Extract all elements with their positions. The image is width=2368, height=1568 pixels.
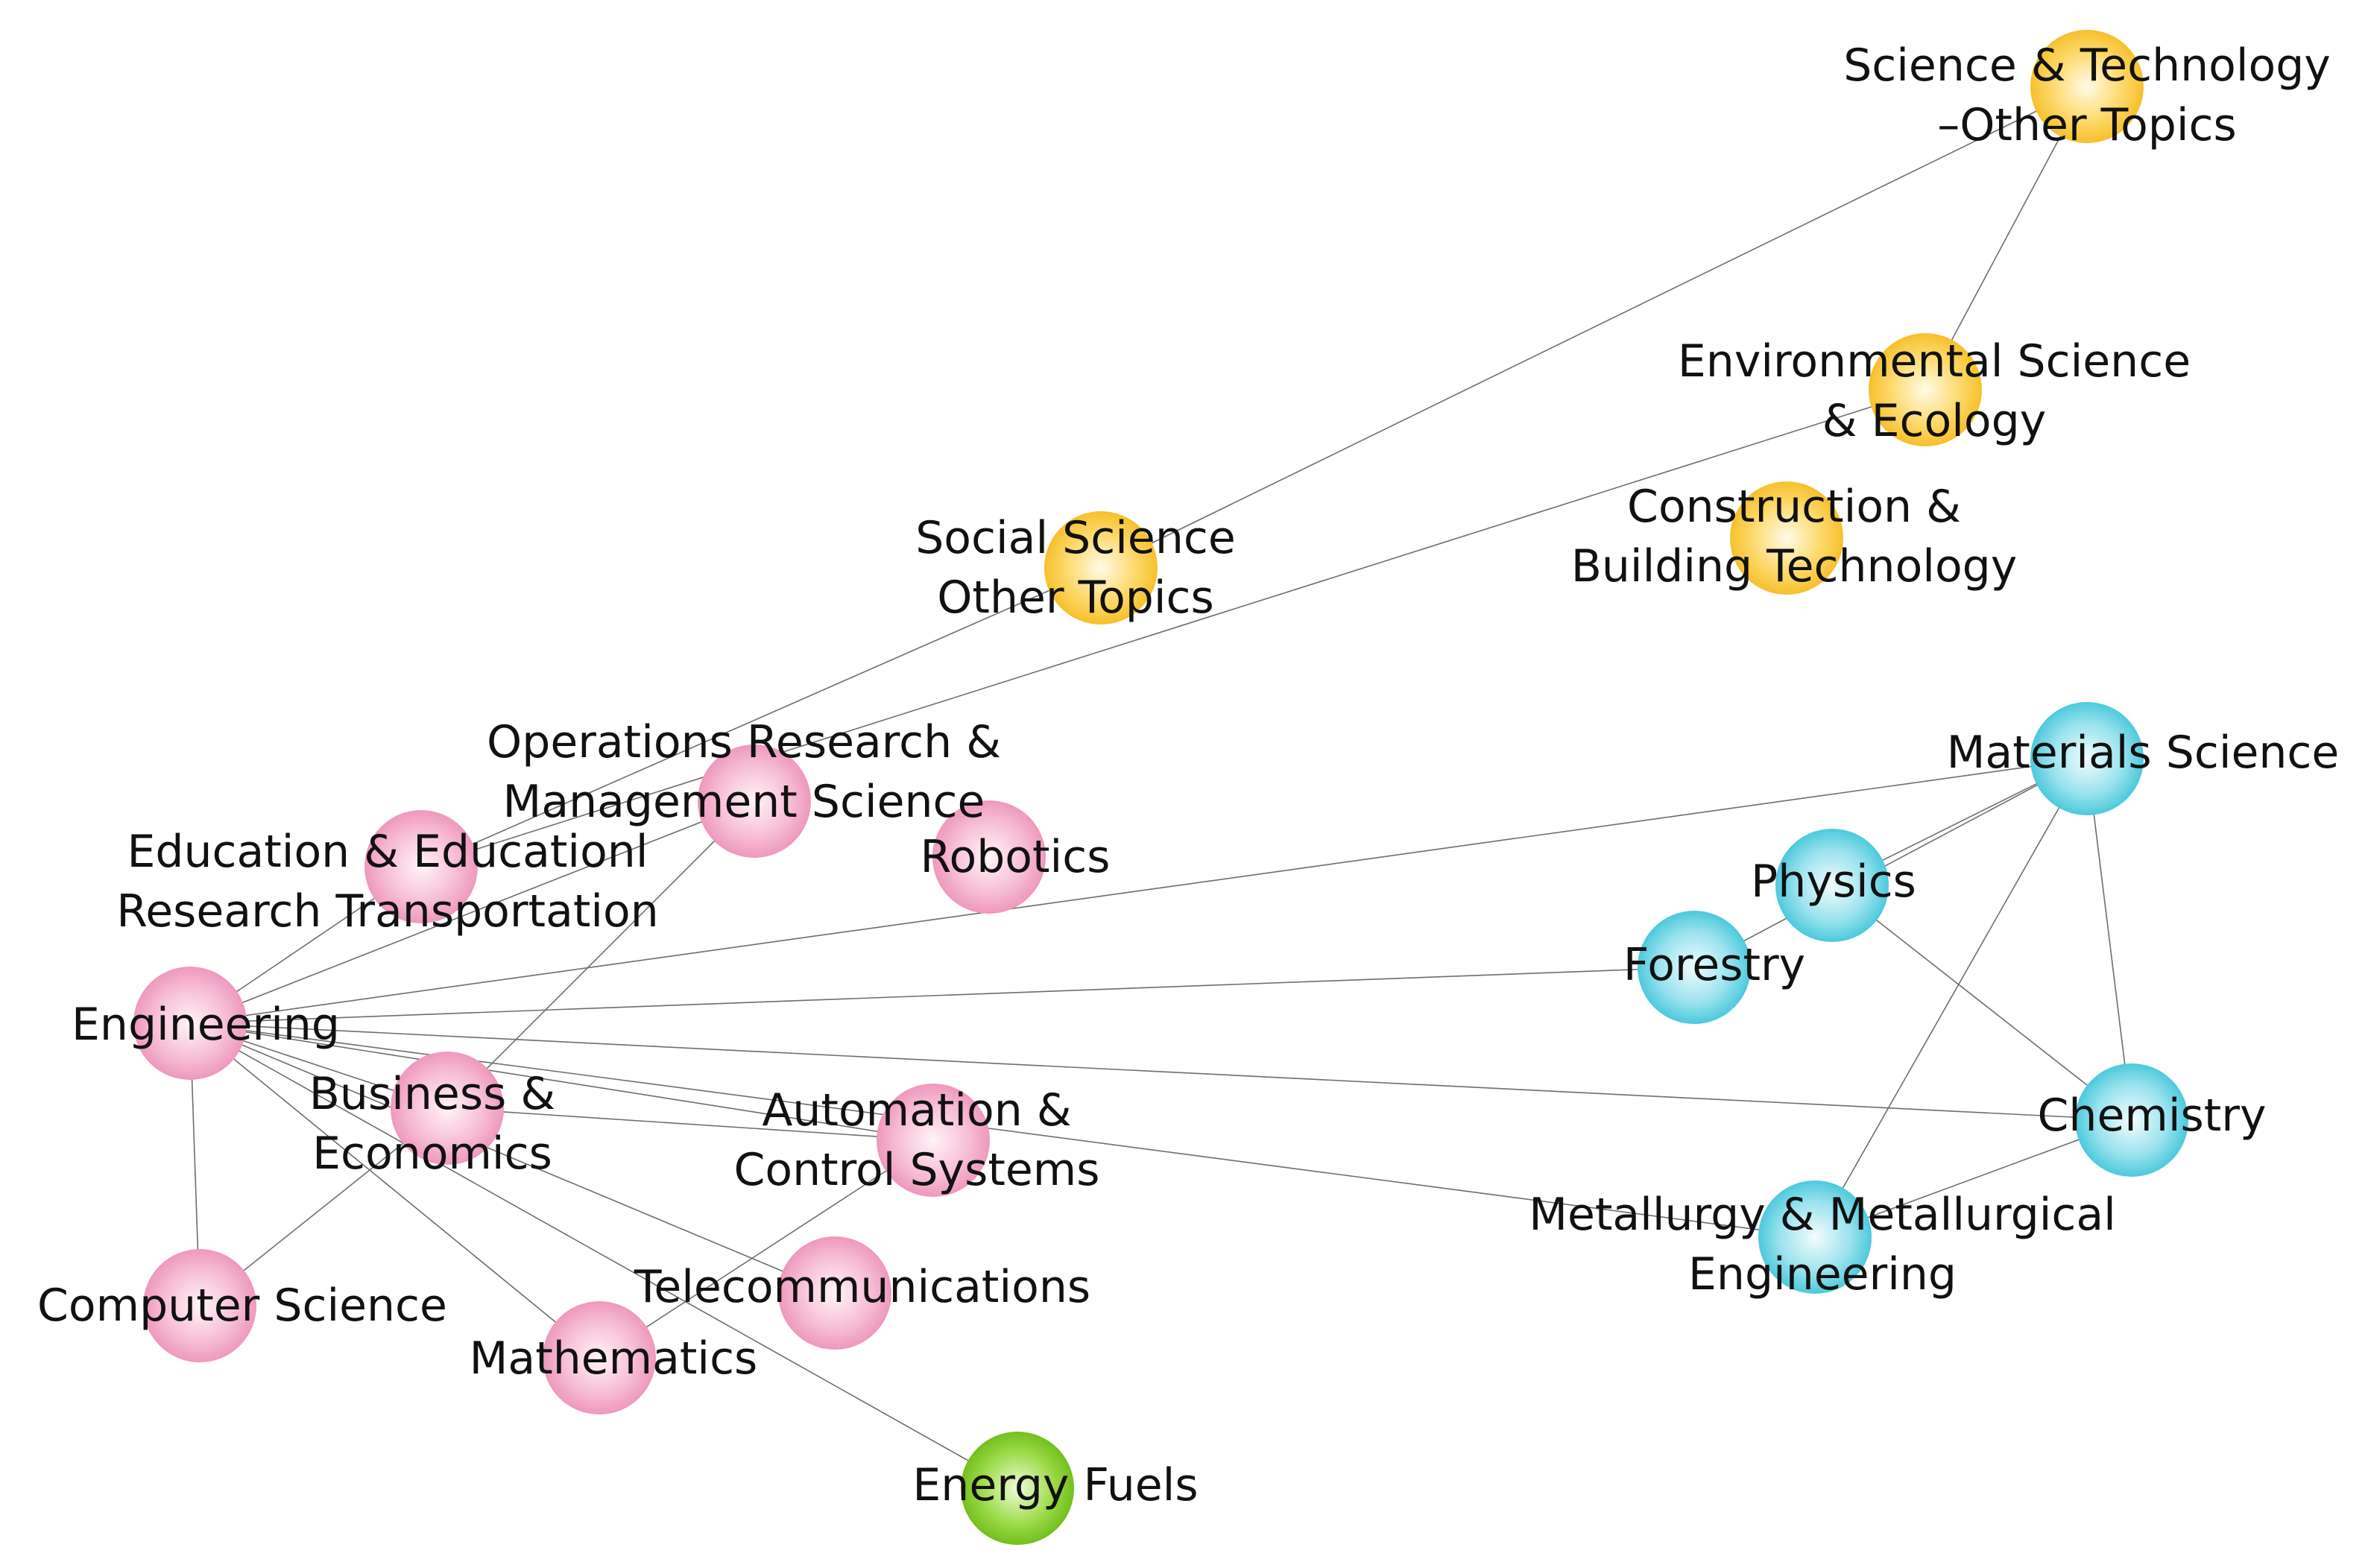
edge-engineering-opresearch xyxy=(189,800,755,1024)
node-chemistry-label-line: Chemistry xyxy=(2038,1090,2267,1142)
node-forestry-circle[interactable] xyxy=(1638,911,1751,1024)
node-engineering-label-line: Engineering xyxy=(72,999,340,1051)
node-education-research-transportation-circle[interactable] xyxy=(364,810,478,923)
node-energy-fuels-label-line: Energy Fuels xyxy=(912,1459,1198,1511)
node-science-technology-other-label-line: Science & Technology xyxy=(1843,39,2331,92)
node-environmental-science-circle[interactable] xyxy=(1869,333,1982,446)
node-telecommunications-circle[interactable] xyxy=(778,1236,891,1350)
node-operations-research-label-line: Operations Research & xyxy=(487,716,1001,768)
node-robotics-label: Robotics xyxy=(921,831,1111,883)
edge-business-automation xyxy=(446,1107,934,1141)
node-environmental-science-label-line: & Ecology xyxy=(1822,395,2046,447)
edge-materials-chemistry xyxy=(2086,758,2132,1121)
node-materials-science-label: Materials Science xyxy=(1947,727,2340,779)
node-engineering-label: Engineering xyxy=(72,999,340,1051)
node-social-science-other-circle[interactable] xyxy=(1044,511,1158,625)
edge-engineering-mathematics xyxy=(189,1022,600,1359)
node-business-economics-label: Business & Economics xyxy=(309,1068,555,1180)
node-automation-control-label: Automation & Control Systems xyxy=(734,1084,1100,1196)
node-mathematics-label-line: Mathematics xyxy=(470,1333,758,1385)
node-business-economics-label-line: Economics xyxy=(312,1128,552,1180)
edge-education-socialsci xyxy=(420,567,1102,867)
edge-automation-mathematics xyxy=(599,1139,934,1359)
edge-engineering-forestry xyxy=(189,967,1695,1024)
node-business-economics-circle[interactable] xyxy=(391,1052,504,1165)
edge-scitech-environmental xyxy=(1925,86,2088,391)
node-chemistry-circle[interactable] xyxy=(2075,1063,2188,1177)
node-robotics-circle[interactable] xyxy=(932,800,1046,914)
node-automation-control-circle[interactable] xyxy=(877,1084,990,1197)
node-physics-circle[interactable] xyxy=(1775,829,1889,942)
node-business-economics-label-line: Business & xyxy=(309,1068,555,1120)
edge-socialsci-scitech xyxy=(1100,86,2088,569)
node-education-research-transportation-label-line: Education & Educationl xyxy=(127,826,648,878)
node-physics-label-line: Physics xyxy=(1751,856,1916,908)
node-social-science-other-label-line: Other Topics xyxy=(937,572,1214,624)
edge-physics-chemistry xyxy=(1831,885,2132,1121)
node-forestry-label-line: Forestry xyxy=(1623,939,1805,991)
node-operations-research-label: Operations Research & Management Science xyxy=(487,716,1001,828)
node-energy-fuels-label: Energy Fuels xyxy=(912,1459,1198,1511)
node-engineering-circle[interactable] xyxy=(133,967,247,1080)
edge-engineering-automation xyxy=(189,1022,934,1141)
node-operations-research-circle[interactable] xyxy=(698,745,811,858)
node-science-technology-other-label-line: –Other Topics xyxy=(1937,99,2237,151)
edge-materials-metallurgy xyxy=(1814,758,2088,1238)
node-chemistry-label: Chemistry xyxy=(2038,1090,2267,1142)
node-forestry-label: Forestry xyxy=(1623,939,1805,991)
node-construction-building-circle[interactable] xyxy=(1730,481,1843,595)
node-metallurgy-circle[interactable] xyxy=(1758,1180,1872,1294)
node-environmental-science-label-line: Environmental Science xyxy=(1678,335,2191,388)
edge-materials-forestry xyxy=(1693,758,2088,968)
node-metallurgy-label-line: Engineering xyxy=(1688,1248,1957,1300)
node-computer-science-circle[interactable] xyxy=(143,1249,256,1362)
edge-education-environmental xyxy=(420,389,1926,867)
node-automation-control-label-line: Automation & xyxy=(762,1084,1071,1137)
node-education-research-transportation-label-line: Research Transportation xyxy=(116,885,659,938)
node-energy-fuels-circle[interactable] xyxy=(961,1432,1074,1545)
edge-opresearch-business xyxy=(446,800,755,1109)
node-mathematics-label: Mathematics xyxy=(470,1333,758,1385)
node-operations-research-label-line: Management Science xyxy=(503,776,985,828)
node-science-technology-other-label: Science & Technology –Other Topics xyxy=(1843,39,2331,151)
node-automation-control-label-line: Control Systems xyxy=(734,1144,1100,1196)
node-computer-science-label: Computer Science xyxy=(37,1280,447,1332)
nodes-layer xyxy=(133,30,2188,1545)
edge-engineering-materials xyxy=(189,758,2088,1024)
node-telecommunications-label-line: Telecommunications xyxy=(634,1261,1090,1313)
node-social-science-other-label-line: Social Science xyxy=(915,512,1236,564)
node-construction-building-label: Construction & Building Technology xyxy=(1571,481,2018,592)
node-physics-label: Physics xyxy=(1751,856,1916,908)
node-metallurgy-label-line: Metallurgy & Metallurgical xyxy=(1529,1189,2116,1241)
node-science-technology-other-circle[interactable] xyxy=(2030,30,2144,143)
node-construction-building-label-line: Building Technology xyxy=(1571,540,2018,592)
edge-engineering-telecom xyxy=(189,1022,836,1294)
node-robotics-label-line: Robotics xyxy=(921,831,1111,883)
node-telecommunications-label: Telecommunications xyxy=(634,1261,1090,1313)
node-mathematics-circle[interactable] xyxy=(543,1301,656,1414)
node-construction-building-label-line: Construction & xyxy=(1627,481,1961,533)
edge-engineering-energy xyxy=(189,1022,1018,1489)
node-materials-science-circle[interactable] xyxy=(2030,702,2144,815)
node-computer-science-label-line: Computer Science xyxy=(37,1280,447,1332)
node-materials-science-label-line: Materials Science xyxy=(1947,727,2340,779)
node-environmental-science-label: Environmental Science & Ecology xyxy=(1678,335,2191,447)
edge-engineering-chemistry xyxy=(189,1022,2132,1121)
